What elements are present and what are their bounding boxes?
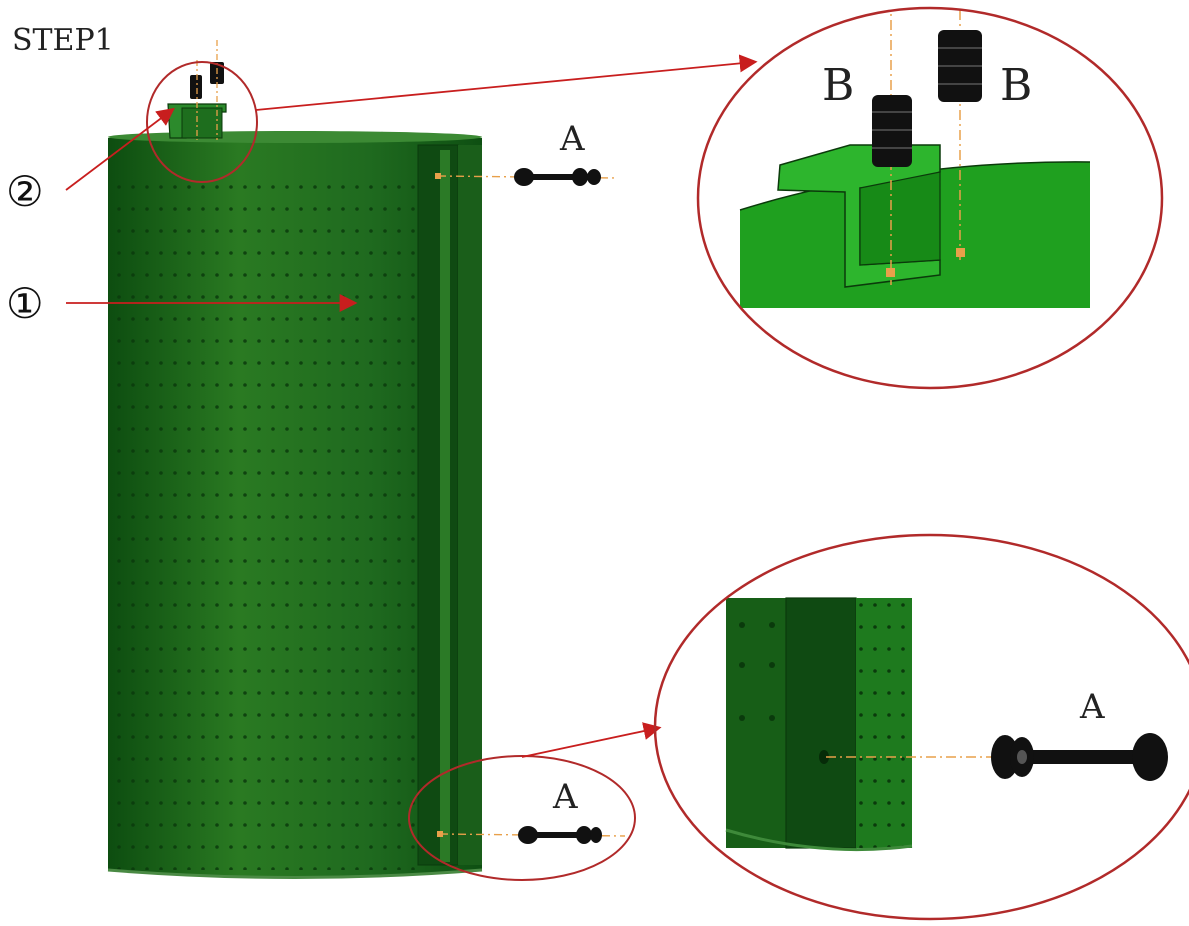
bolt-a-icon (518, 826, 602, 844)
bolt-a-top-assembly (435, 168, 619, 186)
zoom-detail-b (696, 6, 1164, 390)
bolt-a-icon (514, 168, 601, 186)
zoom-b-circle (696, 6, 1164, 390)
zoom-a-circle (653, 533, 1189, 921)
zoom-detail-a (653, 533, 1189, 921)
callout-number-1: ① (6, 279, 44, 328)
label-b-right: B (1000, 60, 1032, 111)
label-a-top: A (559, 119, 585, 159)
label-b-left: B (822, 60, 854, 111)
bolt-b-icon (938, 30, 982, 102)
lower-callout-circle (408, 755, 636, 881)
bracket-callout-circle (146, 61, 258, 183)
label-a-zoom: A (1079, 687, 1105, 727)
tank (107, 131, 483, 879)
bolt-b-icon (190, 75, 202, 99)
leader-line-2 (65, 107, 175, 191)
mounting-bracket (167, 40, 227, 140)
bolt-b-icon (872, 95, 912, 167)
bolt-a-icon (991, 733, 1168, 781)
lower-callout (408, 755, 636, 881)
label-a-lower: A (552, 777, 578, 817)
zoom-a-pointer (521, 722, 662, 758)
step-title: STEP1 (12, 23, 114, 58)
callout-number-2: ② (6, 167, 44, 216)
zoom-b-pointer (255, 54, 758, 111)
